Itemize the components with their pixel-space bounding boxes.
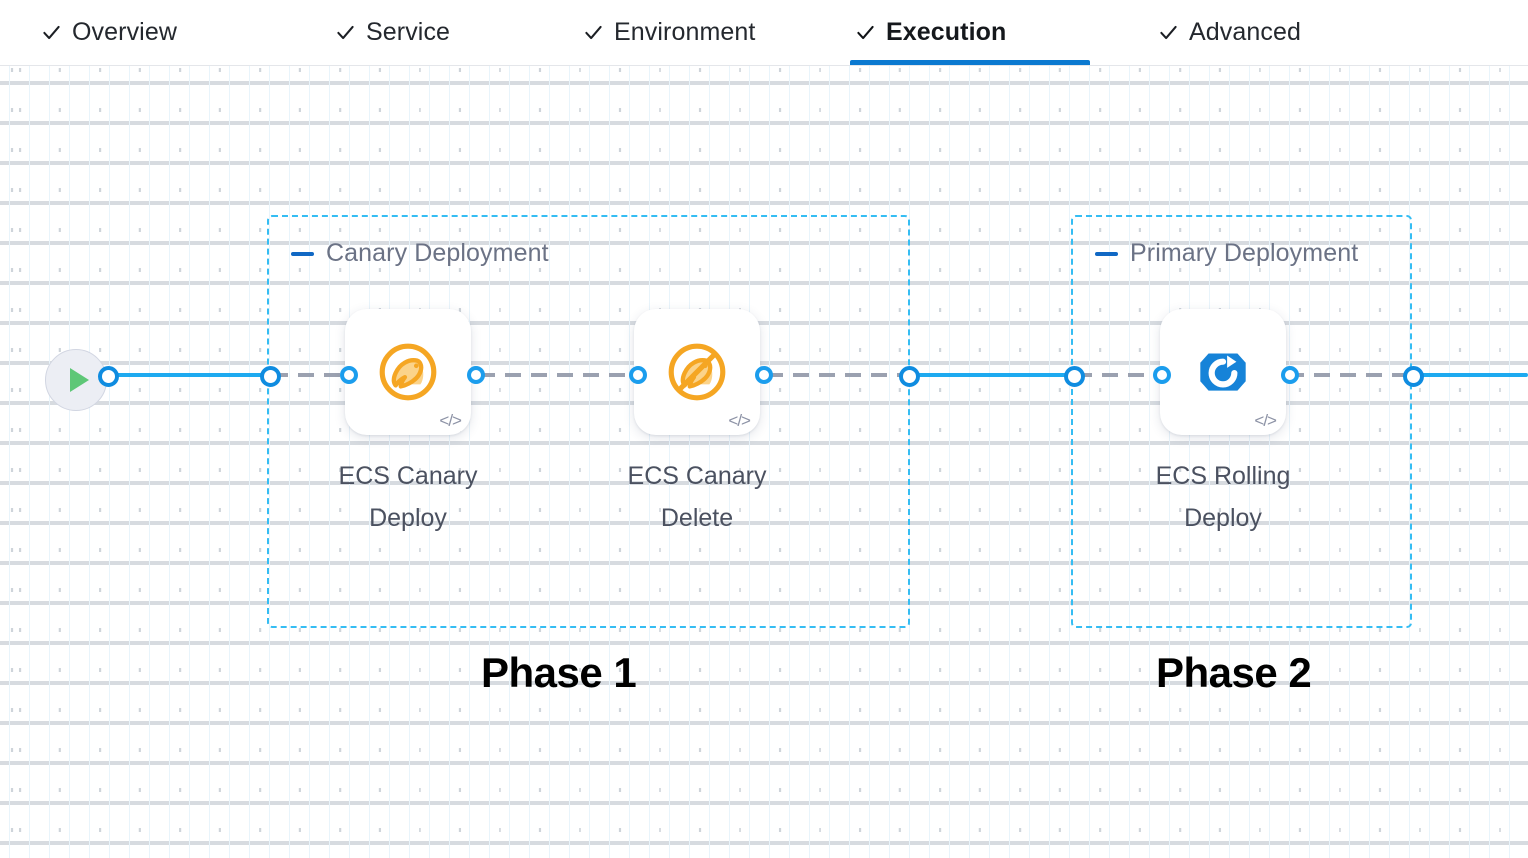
step-group-title: Canary Deployment <box>326 239 549 267</box>
phase-label-2: Phase 2 <box>1156 649 1312 696</box>
step-node-1[interactable]: </> <box>345 309 471 435</box>
step-node-label-3: ECS Rolling Deploy <box>1155 462 1291 532</box>
check-icon <box>857 25 874 40</box>
pipeline-tab-bar: Overview Service Environment Execution Advan… <box>0 0 1528 66</box>
tab-advanced[interactable]: Advanced <box>1153 0 1348 65</box>
step-group-2[interactable] <box>1071 215 1412 628</box>
step-group-header-2[interactable]: Primary Deployment <box>1095 239 1358 268</box>
connector-port[interactable] <box>1064 366 1085 387</box>
connector-port[interactable] <box>98 366 119 387</box>
tab-environment[interactable]: Environment <box>578 0 816 65</box>
tab-label: Advanced <box>1189 18 1301 46</box>
tab-overview[interactable]: Overview <box>36 0 226 65</box>
tab-execution[interactable]: Execution <box>850 0 1090 65</box>
step-group-1[interactable] <box>267 215 910 628</box>
connector-port[interactable] <box>467 366 485 384</box>
code-badge-icon[interactable]: </> <box>439 411 462 430</box>
tab-service[interactable]: Service <box>330 0 490 65</box>
check-icon <box>337 25 354 40</box>
connector-edge[interactable] <box>105 373 272 377</box>
connector-port[interactable] <box>629 366 647 384</box>
check-icon <box>585 25 602 40</box>
ecs-rolling-deploy-icon <box>1200 353 1246 391</box>
step-node-label-1: ECS Canary Deploy <box>338 462 478 532</box>
connector-edge[interactable] <box>272 373 352 377</box>
check-icon <box>43 25 60 40</box>
connector-edge[interactable] <box>479 373 639 377</box>
connector-port[interactable] <box>340 366 358 384</box>
step-group-title: Primary Deployment <box>1130 239 1359 267</box>
connector-port[interactable] <box>899 366 920 387</box>
connector-edge[interactable] <box>1288 373 1414 377</box>
step-node-2[interactable]: </> <box>634 309 760 435</box>
phase-label-1: Phase 1 <box>481 649 637 696</box>
connector-port[interactable] <box>755 366 773 384</box>
tab-label: Execution <box>886 18 1007 46</box>
code-badge-icon[interactable]: </> <box>1254 411 1277 430</box>
step-node-3[interactable]: </> <box>1160 309 1286 435</box>
tab-label: Service <box>366 18 451 46</box>
connector-edge[interactable] <box>906 373 1076 377</box>
tab-label: Environment <box>614 18 756 46</box>
canary-bird-icon <box>379 343 437 401</box>
connector-edge[interactable] <box>767 373 909 377</box>
step-node-label-2: ECS Canary Delete <box>627 462 767 532</box>
check-icon <box>1160 25 1177 40</box>
pipeline-start[interactable] <box>45 349 107 411</box>
tab-label: Overview <box>72 18 177 46</box>
connector-port[interactable] <box>1403 366 1424 387</box>
play-icon <box>69 368 89 392</box>
connector-edge[interactable] <box>1412 373 1528 377</box>
step-group-header-1[interactable]: Canary Deployment <box>291 239 549 268</box>
connector-port[interactable] <box>1281 366 1299 384</box>
connector-port[interactable] <box>260 366 281 387</box>
code-badge-icon[interactable]: </> <box>728 411 751 430</box>
connector-port[interactable] <box>1153 366 1171 384</box>
connector-edge[interactable] <box>1076 373 1166 377</box>
canary-bird-slash-icon <box>668 343 726 401</box>
minus-icon[interactable] <box>291 251 314 256</box>
minus-icon[interactable] <box>1095 251 1118 256</box>
